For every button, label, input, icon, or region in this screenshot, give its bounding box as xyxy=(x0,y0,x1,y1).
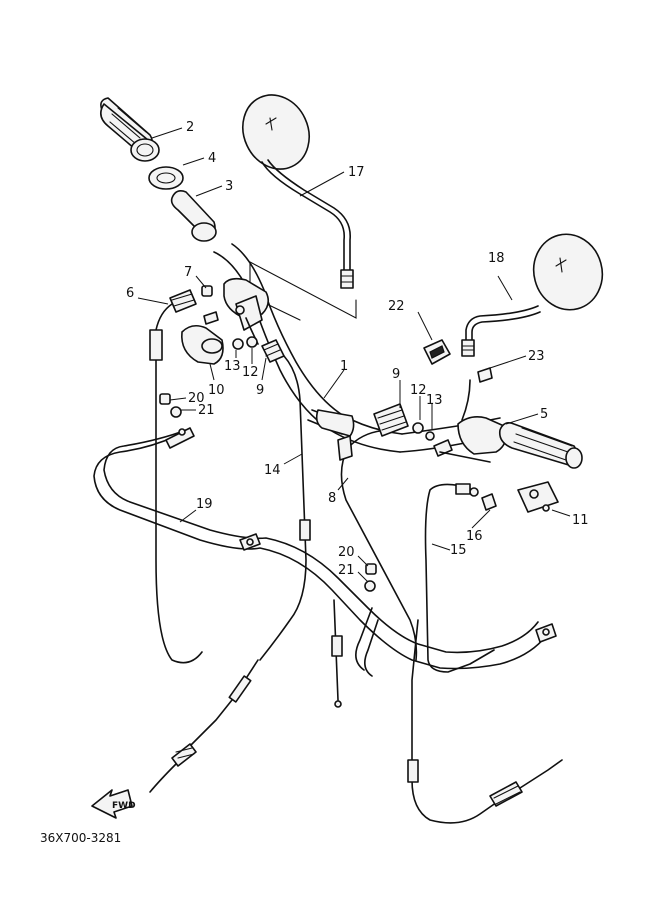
left-switch-assembly xyxy=(223,261,357,345)
callout-8: 8 xyxy=(328,491,336,506)
callout-9-left: 9 xyxy=(256,383,264,398)
callout-3: 3 xyxy=(225,179,233,194)
callout-17: 17 xyxy=(348,165,365,180)
part-23-plate xyxy=(477,367,493,383)
callout-14: 14 xyxy=(264,463,281,478)
center-cable-end xyxy=(331,599,343,708)
part-10-lever-holder xyxy=(181,311,224,365)
callout-12-right: 12 xyxy=(410,383,427,398)
part-19-brace xyxy=(93,427,557,677)
callout-4: 4 xyxy=(208,151,216,166)
fwd-arrow: FWD xyxy=(91,789,136,819)
callout-5: 5 xyxy=(540,407,548,422)
callout-22: 22 xyxy=(388,299,405,314)
callout-2: 2 xyxy=(186,120,194,135)
part-4-ring xyxy=(148,166,184,190)
callout-13-right: 13 xyxy=(426,393,443,408)
callout-labels: 2 4 3 17 7 6 10 13 12 9 20 21 14 1 8 18 … xyxy=(126,120,589,578)
callout-10: 10 xyxy=(208,383,225,398)
part-7-fitting xyxy=(201,285,213,297)
callout-1: 1 xyxy=(340,359,348,374)
part-3-throttle-grip xyxy=(170,190,217,242)
center-bolt-washer xyxy=(364,563,377,592)
left-adjuster-cluster xyxy=(232,336,285,363)
fwd-label: FWD xyxy=(112,801,136,811)
callout-9-right: 9 xyxy=(392,367,400,382)
drawing-code: 36X700-3281 xyxy=(40,831,121,845)
part-6-cable xyxy=(149,289,203,664)
part-18-right-mirror xyxy=(461,233,604,357)
callout-12-left: 12 xyxy=(242,365,259,380)
callout-21-center: 21 xyxy=(338,563,355,578)
callout-20-center: 20 xyxy=(338,545,355,560)
callout-11: 11 xyxy=(572,513,589,528)
callout-15: 15 xyxy=(450,543,467,558)
part-5-right-grip xyxy=(457,379,583,469)
callout-13-left: 13 xyxy=(224,359,241,374)
callout-18: 18 xyxy=(488,251,505,266)
callout-21-left: 21 xyxy=(198,403,215,418)
callout-7: 7 xyxy=(184,265,192,280)
callout-16: 16 xyxy=(466,529,483,544)
leader-lines xyxy=(137,127,571,583)
part-14-cable xyxy=(149,355,311,793)
part-15-cable xyxy=(407,483,563,824)
callout-6: 6 xyxy=(126,286,134,301)
right-handlebar xyxy=(373,403,507,463)
left-bolt-washer xyxy=(159,393,182,418)
part-22-clamp xyxy=(423,339,451,365)
part-16-fitting xyxy=(469,487,497,511)
part-11-switch xyxy=(517,481,559,513)
part-2-left-grip xyxy=(100,97,160,162)
callout-19: 19 xyxy=(196,497,213,512)
part-17-left-mirror xyxy=(242,94,354,289)
callout-20-left: 20 xyxy=(188,391,205,406)
callout-23: 23 xyxy=(528,349,545,364)
